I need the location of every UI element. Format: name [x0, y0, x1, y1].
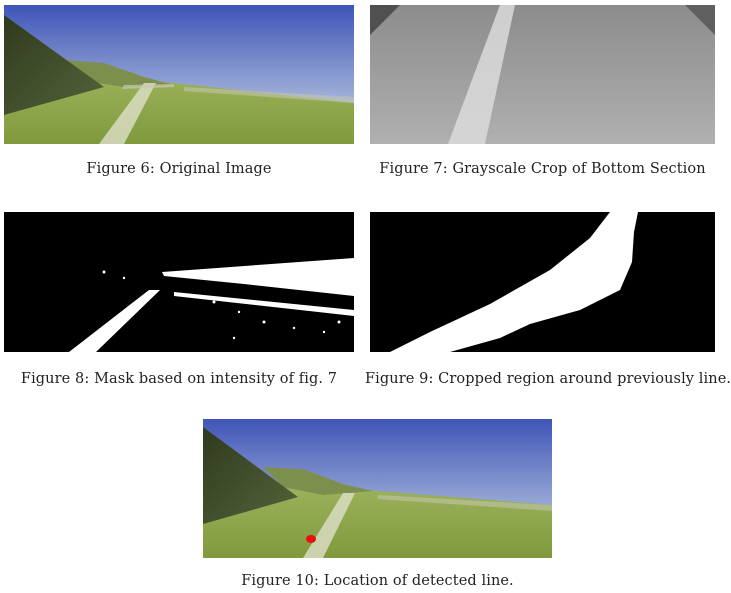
figure-7-grayscale-crop — [370, 5, 715, 144]
figure-6-caption: Figure 6: Original Image — [86, 161, 272, 177]
figure-8-caption: Figure 8: Mask based on intensity of fig… — [20, 371, 338, 387]
detected-line-marker — [306, 535, 316, 543]
figure-8-intensity-mask — [4, 212, 354, 352]
figure-9-cropped-region — [370, 212, 715, 352]
figure-10-caption: Figure 10: Location of detected line. — [241, 573, 514, 589]
figure-9-caption: Figure 9: Cropped region around previous… — [365, 371, 731, 387]
figure-10-detected-line — [203, 419, 552, 558]
figure-7-caption: Figure 7: Grayscale Crop of Bottom Secti… — [379, 161, 706, 177]
figure-6-original-image — [4, 5, 354, 144]
